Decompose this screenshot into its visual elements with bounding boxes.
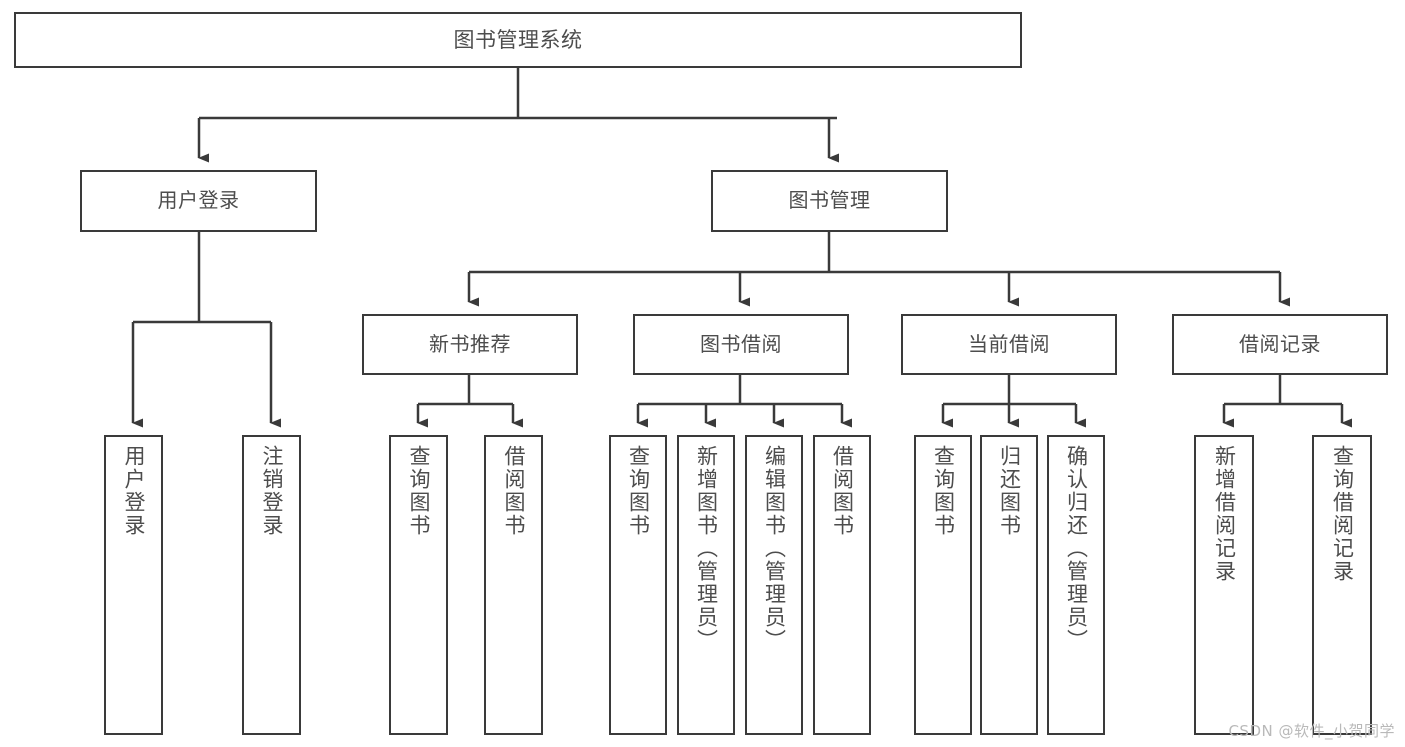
leaf-borrow-record-add[interactable]: 新增借阅记录 [1194,435,1254,735]
leaf-current-borrow-confirm-return-admin[interactable]: 确认归还（管理员） [1047,435,1105,735]
node-book-borrow[interactable]: 图书借阅 [633,314,849,375]
node-user-login[interactable]: 用户登录 [80,170,317,232]
leaf-user-login-login[interactable]: 用户登录 [104,435,163,735]
node-label: 归还图书 [997,445,1022,537]
node-book-management[interactable]: 图书管理 [711,170,948,232]
node-label: 新增借阅记录 [1212,445,1237,583]
leaf-book-borrow-query[interactable]: 查询图书 [609,435,667,735]
node-label: 图书管理系统 [453,27,583,52]
node-label: 查询图书 [407,445,431,537]
leaf-book-borrow-borrow[interactable]: 借阅图书 [813,435,871,735]
csdn-watermark: CSDN @软件_小贺同学 [1228,722,1395,740]
node-label: 确认归还（管理员） [1064,445,1089,652]
leaf-borrow-record-query[interactable]: 查询借阅记录 [1312,435,1372,735]
leaf-book-borrow-add-admin[interactable]: 新增图书（管理员） [677,435,735,735]
node-label: 借阅记录 [1239,331,1321,356]
node-label: 当前借阅 [968,331,1050,356]
node-label: 图书借阅 [700,331,782,356]
node-label: 注销登录 [260,445,284,537]
node-label: 用户登录 [157,188,240,213]
leaf-new-book-query[interactable]: 查询图书 [389,435,448,735]
node-label: 编辑图书（管理员） [762,445,787,652]
node-label: 新书推荐 [429,331,511,356]
leaf-current-borrow-query[interactable]: 查询图书 [914,435,972,735]
node-label: 借阅图书 [502,445,526,537]
node-new-book-recommend[interactable]: 新书推荐 [362,314,578,375]
node-label: 查询图书 [626,445,651,537]
node-root-book-management-system[interactable]: 图书管理系统 [14,12,1022,68]
leaf-current-borrow-return[interactable]: 归还图书 [980,435,1038,735]
node-borrow-record[interactable]: 借阅记录 [1172,314,1388,375]
leaf-user-login-logout[interactable]: 注销登录 [242,435,301,735]
node-label: 图书管理 [788,188,871,213]
node-label: 查询借阅记录 [1330,445,1355,583]
node-label: 查询图书 [931,445,956,537]
node-current-borrow[interactable]: 当前借阅 [901,314,1117,375]
leaf-book-borrow-edit-admin[interactable]: 编辑图书（管理员） [745,435,803,735]
node-label: 用户登录 [122,445,146,537]
node-label: 借阅图书 [830,445,855,537]
node-label: 新增图书（管理员） [694,445,719,652]
leaf-new-book-borrow[interactable]: 借阅图书 [484,435,543,735]
